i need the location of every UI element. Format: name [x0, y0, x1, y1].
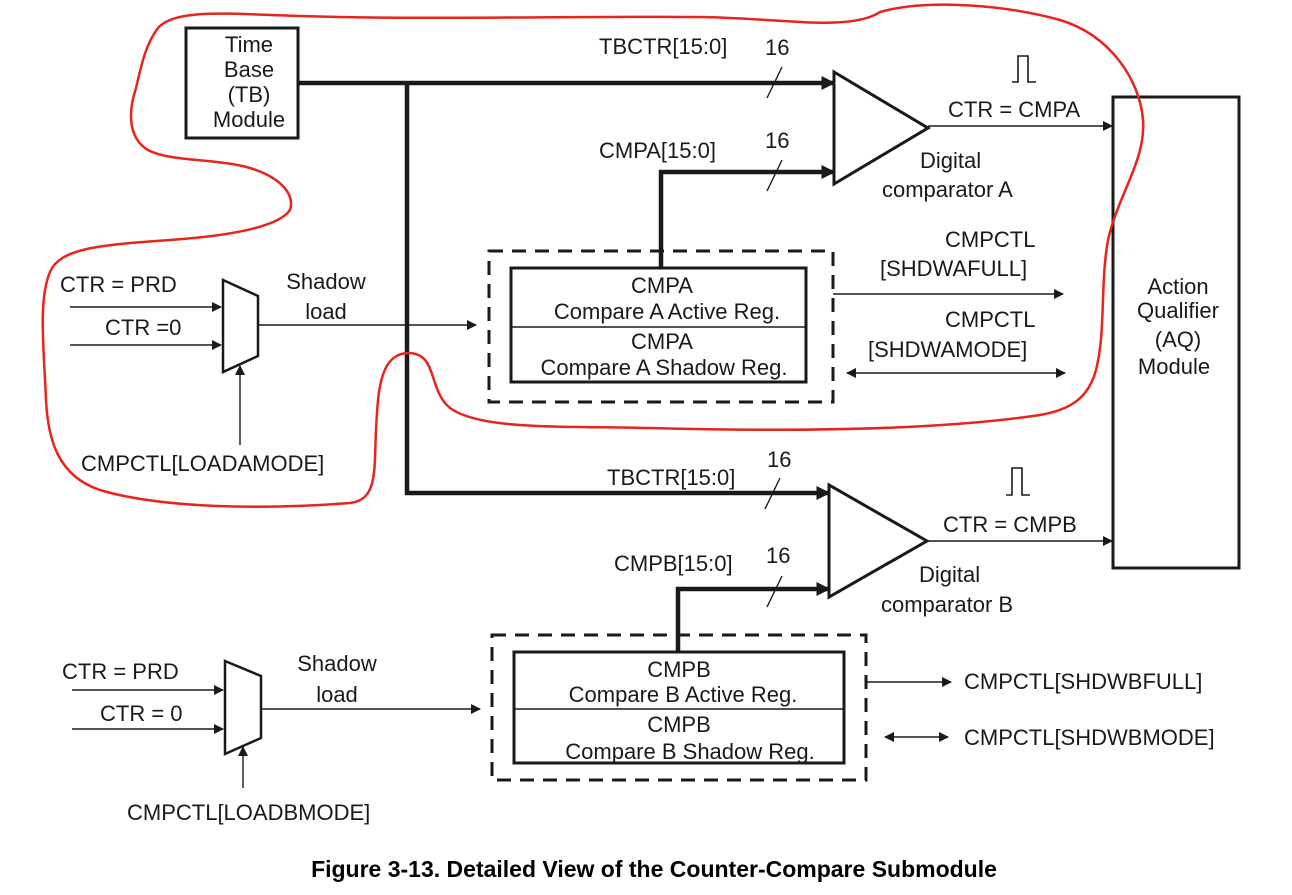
ctr-cmpb-label: CTR = CMPB — [943, 512, 1077, 537]
mux-a-shape — [221, 278, 260, 374]
tbctr-bus-b — [404, 83, 831, 500]
mux-a-input-1-label: CTR = PRD — [60, 272, 177, 297]
pulse-a-icon — [1012, 55, 1036, 83]
cmpb-bus-label: CMPB[15:0] — [614, 551, 733, 576]
cmpb-register-group — [490, 633, 868, 782]
tbctr-b-width-tick — [764, 477, 781, 510]
cmpb-active-reg-line2: Compare B Active Reg. — [569, 682, 798, 707]
cmpb-bus-width: 16 — [766, 543, 790, 568]
cmpa-register-group — [487, 249, 835, 404]
shdwafull-line1: CMPCTL — [945, 227, 1035, 252]
shdwbfull-label: CMPCTL[SHDWBFULL] — [964, 669, 1202, 694]
cmpa-active-reg-line2: Compare A Active Reg. — [554, 299, 780, 324]
cmpb-register-stack — [512, 650, 846, 765]
tbctr-b-width: 16 — [767, 447, 791, 472]
shadow-load-a-line1: Shadow — [286, 269, 366, 294]
comparator-b-shape — [827, 482, 931, 600]
tb-module-box — [184, 26, 300, 140]
cmpb-bus — [675, 582, 831, 652]
cmpb-bus-width-tick — [766, 575, 783, 608]
mux-a-input-2-label: CTR =0 — [105, 315, 181, 340]
mux-b-input-2-label: CTR = 0 — [100, 701, 183, 726]
tb-module-line4: Module — [213, 107, 285, 132]
shdwbmode-label: CMPCTL[SHDWBMODE] — [964, 725, 1215, 750]
cmpa-shadow-reg-line1: CMPA — [631, 329, 693, 354]
tbctr-a-width-tick — [766, 66, 783, 99]
aq-module-line3: (AQ) — [1155, 327, 1201, 352]
shadow-load-b-line2: load — [316, 682, 358, 707]
figure-caption: Figure 3-13. Detailed View of the Counte… — [311, 856, 997, 882]
tb-module-line2: Base — [224, 57, 274, 82]
mux-b-shape — [223, 659, 263, 756]
cmpa-bus-label: CMPA[15:0] — [599, 138, 716, 163]
shdwafull-line2: [SHDWAFULL] — [880, 256, 1027, 281]
aq-module-line1: Action — [1147, 274, 1208, 299]
pulse-b-icon — [1006, 467, 1030, 496]
tb-module-line3: (TB) — [228, 82, 271, 107]
comparator-a-line2: comparator A — [882, 177, 1013, 202]
loadamode-label: CMPCTL[LOADAMODE] — [81, 451, 324, 476]
mux-b-input-1-label: CTR = PRD — [62, 659, 179, 684]
aq-module-line4: Module — [1138, 354, 1210, 379]
tbctr-a-label: TBCTR[15:0] — [599, 34, 727, 59]
tb-module-line1: Time — [225, 32, 273, 57]
shadow-load-b-line1: Shadow — [297, 651, 377, 676]
loadbmode-label: CMPCTL[LOADBMODE] — [127, 800, 370, 825]
cmpa-bus — [658, 165, 836, 268]
cmpa-bus-width: 16 — [765, 128, 789, 153]
tbctr-b-label: TBCTR[15:0] — [607, 465, 735, 490]
tbctr-a-width: 16 — [765, 35, 789, 60]
red-highlight-outline — [41, 3, 1145, 508]
cmpa-register-stack — [509, 266, 808, 384]
comparator-b-line1: Digital — [919, 562, 980, 587]
cmpa-bus-width-tick — [766, 159, 783, 192]
shdwamode-line2: [SHDWAMODE] — [868, 337, 1027, 362]
shdwamode-line1: CMPCTL — [945, 307, 1035, 332]
aq-module-box — [1111, 95, 1241, 570]
cmpb-active-reg-line1: CMPB — [647, 657, 711, 682]
shadow-load-a-line2: load — [305, 299, 347, 324]
comparator-a-shape — [832, 69, 931, 187]
cmpb-shadow-reg-line2: Compare B Shadow Reg. — [565, 739, 814, 764]
cmpa-shadow-reg-line2: Compare A Shadow Reg. — [540, 355, 787, 380]
aq-module-line2: Qualifier — [1137, 298, 1219, 323]
cmpb-shadow-reg-line1: CMPB — [647, 712, 711, 737]
comparator-b-line2: comparator B — [881, 592, 1013, 617]
cmpa-active-reg-line1: CMPA — [631, 273, 693, 298]
ctr-cmpa-label: CTR = CMPA — [948, 97, 1081, 122]
comparator-a-line1: Digital — [920, 148, 981, 173]
